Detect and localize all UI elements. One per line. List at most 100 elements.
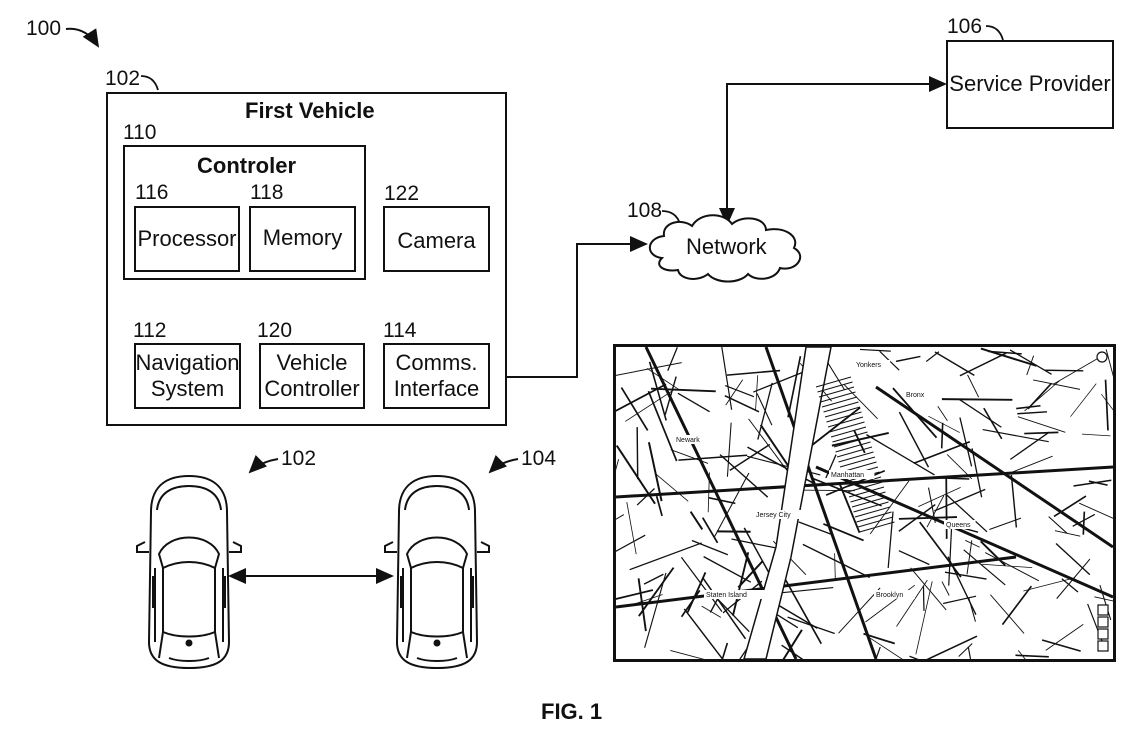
- map-street: [926, 635, 978, 659]
- map-street: [683, 608, 723, 659]
- navigation-line1: Navigation: [135, 350, 240, 375]
- map-street: [729, 443, 771, 471]
- map-street: [1009, 349, 1052, 375]
- map-street: [980, 540, 1006, 567]
- map-street: [928, 415, 960, 433]
- map-dense-grid: [859, 521, 895, 533]
- map-street: [732, 552, 750, 616]
- map-street: [984, 552, 1040, 582]
- car-first-ref: 102: [281, 447, 317, 470]
- map-street: [959, 352, 1007, 377]
- map-street: [1017, 416, 1066, 433]
- map-street: [875, 646, 881, 659]
- map-label-bg: [854, 360, 891, 369]
- map-place-label: Yonkers: [856, 362, 882, 369]
- car-second-drawing: [384, 474, 490, 670]
- map-zoom-out-button[interactable]: [1097, 640, 1109, 652]
- map-street: [616, 534, 646, 552]
- map-street: [1045, 369, 1084, 372]
- memory-label: Memory: [262, 225, 343, 250]
- network-cloud-shape: [648, 214, 801, 283]
- map-label-bg: [704, 590, 768, 599]
- vehicle-controller-line1: Vehicle: [276, 350, 348, 375]
- map-dense-grid: [848, 486, 885, 498]
- map-locate-button[interactable]: [1097, 604, 1109, 616]
- map-street: [726, 369, 781, 376]
- map-street: [756, 393, 773, 426]
- map-street: [959, 417, 973, 467]
- controller-ref: 110: [123, 121, 157, 144]
- map-dense-grid: [847, 481, 883, 493]
- map-street: [834, 553, 836, 579]
- map-street: [922, 586, 925, 611]
- navigation-ref: 112: [133, 319, 167, 342]
- map-dense-grid: [830, 426, 867, 438]
- map-street: [1041, 639, 1081, 652]
- map-street: [643, 573, 664, 585]
- service-provider-label: Service Provider: [949, 70, 1111, 96]
- map-street: [868, 636, 903, 659]
- map-label-bg: [874, 590, 915, 599]
- network-service-link: [719, 76, 947, 226]
- map-highway: [764, 347, 878, 659]
- map-highway: [875, 385, 1113, 549]
- map-street: [1001, 585, 1033, 626]
- map-street: [1010, 474, 1018, 528]
- map-street: [1079, 502, 1113, 519]
- map-street: [810, 406, 861, 447]
- map-street: [963, 549, 1006, 586]
- map-compass-icon[interactable]: [1096, 351, 1108, 363]
- map-dense-grid: [854, 506, 891, 518]
- map-street: [647, 442, 663, 502]
- map-street: [1017, 411, 1047, 415]
- map-street: [691, 539, 729, 556]
- map-place-label: Queens: [946, 522, 971, 529]
- map-zoom-in-button[interactable]: [1097, 628, 1109, 640]
- map-dense-grid: [833, 436, 870, 448]
- figure-caption: FIG. 1: [541, 699, 603, 724]
- map-street: [937, 406, 948, 422]
- map-highway: [616, 555, 1017, 609]
- map-street: [843, 383, 878, 420]
- map-street: [686, 572, 707, 613]
- map-street: [943, 595, 977, 605]
- map-street: [898, 516, 958, 520]
- controller-title: Controler: [197, 153, 296, 178]
- map-dense-grid: [845, 476, 882, 488]
- map-place-label: Newark: [676, 437, 700, 444]
- map-street: [896, 579, 928, 627]
- map-street: [918, 486, 961, 508]
- comms-network-link: [488, 236, 648, 385]
- map-dense-grid: [850, 491, 886, 503]
- map-street: [655, 495, 663, 517]
- map-dense-grid: [838, 451, 874, 463]
- map-street: [721, 642, 729, 659]
- comms-ref: 114: [383, 319, 417, 342]
- map-street: [940, 422, 944, 449]
- map-street: [1081, 433, 1111, 437]
- map-street: [616, 589, 654, 600]
- map-street: [802, 543, 871, 579]
- map-dense-grid: [832, 431, 868, 443]
- map-street: [781, 644, 804, 659]
- memory-ref: 118: [250, 181, 284, 204]
- first-vehicle-ref: 102: [105, 67, 141, 90]
- map-dense-grid: [826, 411, 862, 423]
- camera-label: Camera: [397, 228, 476, 253]
- map-layers-button[interactable]: [1097, 616, 1109, 628]
- map-street: [945, 493, 988, 533]
- map-dense-grid: [820, 391, 856, 403]
- map-street: [967, 646, 972, 659]
- map-dense-grid: [815, 376, 852, 388]
- map-street: [958, 398, 1002, 428]
- map-dense-grid: [851, 496, 888, 508]
- map-street: [677, 392, 710, 413]
- map-street: [1087, 603, 1105, 648]
- map-dense-grid: [853, 501, 889, 513]
- map-street: [798, 521, 832, 535]
- map-street: [958, 643, 973, 657]
- map-dense-grid: [829, 421, 865, 433]
- map-street: [967, 374, 980, 398]
- map-street: [898, 503, 936, 532]
